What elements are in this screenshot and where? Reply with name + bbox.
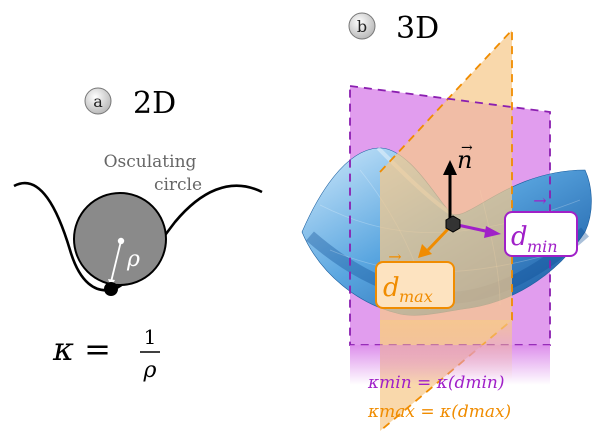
osculating-caption-line1: Osculating xyxy=(104,152,197,172)
dmin-label: d xyxy=(511,222,528,252)
formula-lhs: κ = xyxy=(52,330,111,368)
badge-a: a xyxy=(84,87,112,115)
panel-b: b 3D n → xyxy=(301,11,592,431)
osculating-caption-line2: circle xyxy=(154,175,202,195)
contact-point xyxy=(104,282,118,296)
panel-a-title: 2D xyxy=(133,86,176,121)
formula-denominator: ρ xyxy=(143,358,157,383)
formula-numerator: 1 xyxy=(144,325,157,349)
dmax-label-box: → d max xyxy=(375,247,455,309)
radius-arrow xyxy=(110,240,122,283)
svg-text:→: → xyxy=(388,247,401,266)
dmin-label-box: → d min xyxy=(504,191,578,257)
dmax-plane-fade xyxy=(380,320,512,380)
badge-a-label: a xyxy=(93,92,103,111)
svg-text:→: → xyxy=(533,191,546,210)
normal-vec-arrow: → xyxy=(461,140,473,156)
dmin-subscript: min xyxy=(527,237,558,256)
badge-b: b xyxy=(348,12,376,40)
panel-a: a 2D Osculating circle ρ κ = 1 ρ xyxy=(13,86,263,383)
kappa-max-equation: κmax = κ(dmax) xyxy=(367,402,511,422)
badge-b-label: b xyxy=(357,17,367,36)
normal-label: n xyxy=(457,146,472,174)
origin-point xyxy=(445,215,461,233)
dmax-label: d xyxy=(383,273,400,303)
panel-b-title: 3D xyxy=(396,11,439,46)
rho-label: ρ xyxy=(126,247,140,272)
kappa-min-equation: κmin = κ(dmin) xyxy=(367,373,505,393)
dmax-arrow xyxy=(426,226,451,252)
dmax-subscript: max xyxy=(399,287,433,306)
